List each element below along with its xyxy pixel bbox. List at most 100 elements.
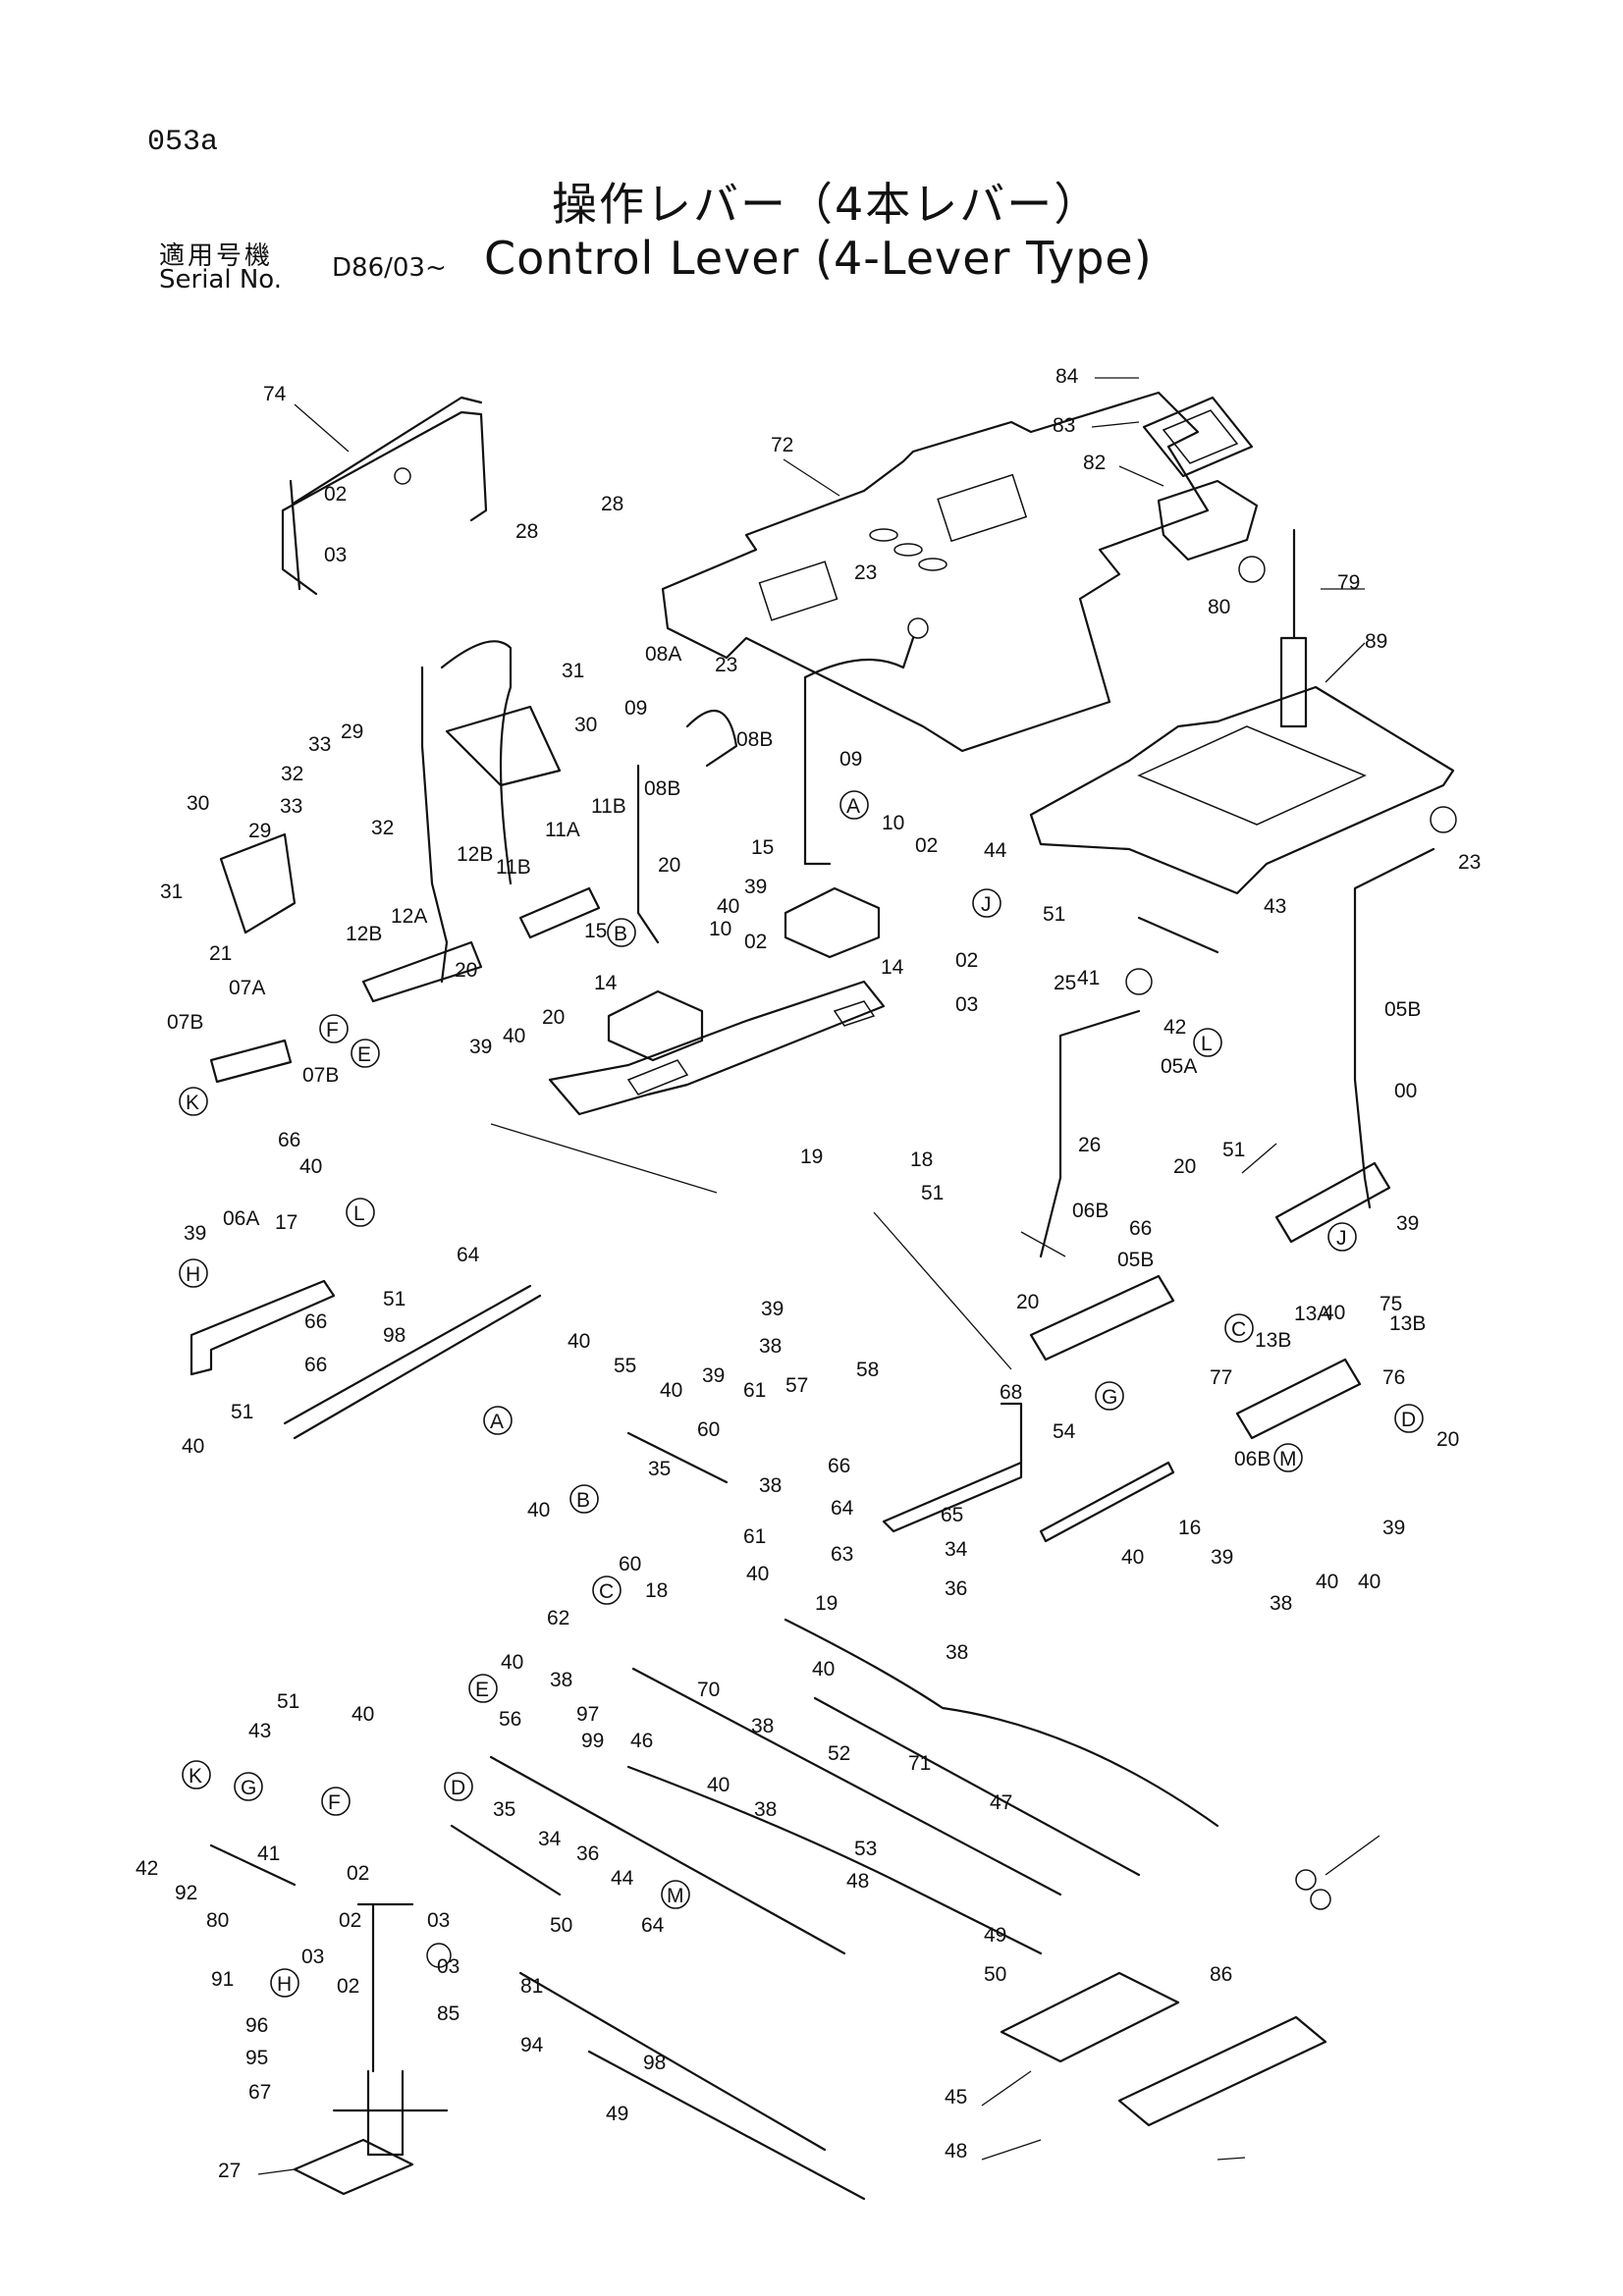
svg-text:L: L [353,1202,365,1225]
callout-label: 30 [187,792,209,815]
callout-label: 25 [1054,972,1076,994]
callout-label: 02 [915,834,938,857]
callout-label: 03 [955,993,978,1016]
callout-label: 51 [921,1182,944,1204]
callout-label: 02 [324,483,347,506]
svg-text:C: C [599,1580,614,1603]
callout-label: 51 [1222,1139,1245,1161]
ref-marker-K2: K [182,1760,211,1789]
callout-label: 39 [184,1222,206,1245]
callout-label: 74 [263,383,287,405]
callout-label: 46 [630,1730,653,1752]
callout-label: 13A [1294,1303,1330,1325]
callout-label: 47 [990,1791,1012,1814]
callout-label: 96 [245,2014,268,2037]
callout-label: 20 [1436,1428,1459,1451]
floor-slot-1 [869,528,898,542]
bracket-54 [189,1279,336,1376]
boot-14-left [607,989,704,1062]
callout-label: 64 [457,1244,480,1266]
callout-label: 51 [231,1401,253,1423]
fastener [1310,1889,1331,1910]
callout-label: 58 [856,1359,879,1381]
callout-label: 85 [437,2002,460,2025]
shaft-13A [1235,1358,1362,1440]
callout-label: 18 [910,1148,933,1171]
callout-label: 13B [1389,1312,1426,1335]
callout-label: 54 [1053,1420,1076,1443]
callout-label: 40 [299,1155,322,1178]
screw-41-upper [1137,916,1219,954]
svg-text:K: K [186,1092,199,1114]
svg-text:C: C [1231,1318,1246,1341]
callout-label: 12B [457,843,493,866]
callout-label: 72 [771,434,793,456]
callout-label: 61 [743,1379,766,1402]
callout-label: 38 [946,1641,968,1664]
callout-label: 33 [308,733,331,756]
page-code: 053a [147,126,219,159]
floor-mat-window [1137,725,1367,826]
boot-82 [1157,479,1259,561]
svg-text:D: D [1401,1409,1416,1431]
callout-label: 20 [658,854,680,877]
callout-label: 17 [275,1211,298,1234]
callout-label: 26 [1078,1134,1101,1156]
rod-46 [631,1667,1062,1896]
callout-label: 64 [641,1914,665,1937]
callout-label: 11B [496,856,531,879]
ref-marker-F2: F [321,1787,351,1816]
callout-label: 86 [1210,1963,1232,1986]
callout-label: 29 [248,820,271,842]
fastener [1238,556,1266,583]
callout-label: 51 [277,1690,299,1713]
callout-label: 50 [984,1963,1006,1986]
callout-label: 40 [1323,1302,1345,1324]
base-85 [293,2138,414,2196]
callout-label: 56 [499,1708,521,1731]
callout-label: 66 [1129,1217,1152,1240]
callout-label: 52 [828,1742,850,1765]
callout-label: 40 [568,1330,590,1353]
callout-label: 40 [501,1651,523,1674]
callout-label: 99 [581,1730,604,1752]
callout-label: 89 [1365,630,1387,653]
ref-marker-E2: E [468,1674,498,1703]
callout-label: 44 [611,1867,634,1890]
shaft-06B [1029,1274,1175,1362]
callout-label: 95 [245,2047,268,2069]
callout-label: 34 [945,1538,968,1561]
callout-label: 83 [1053,414,1075,437]
fastener [907,617,929,639]
title-english: Control Lever (4-Lever Type) [484,232,1153,285]
callout-label: 15 [584,920,607,942]
callout-label: 12A [391,905,427,928]
cable-81 [587,2050,866,2201]
callout-label: 64 [831,1497,854,1520]
callout-label: 49 [984,1924,1006,1947]
callout-label: 32 [281,763,303,785]
callout-label: 03 [324,544,347,566]
callout-label: 39 [744,876,767,898]
callout-label: 16 [1178,1517,1201,1539]
bracket-30-left [219,832,297,934]
callout-label: 42 [1163,1016,1186,1039]
callout-label: 98 [643,2052,666,2074]
callout-label: 34 [538,1828,562,1850]
callout-label: 44 [984,839,1007,862]
callout-label: 38 [754,1798,777,1821]
callout-label: 40 [707,1774,730,1796]
callout-labels: 74 02 03 28 28 72 84 83 82 80 79 89 23 2… [135,365,1481,2182]
floor-hole-2 [937,473,1028,543]
callout-label: 68 [1000,1381,1022,1404]
floor-hole-1 [758,561,839,621]
bracket-57 [882,1402,1023,1533]
floor-slot-2 [893,543,923,557]
callout-label: 20 [455,959,477,982]
shaft-11A [518,886,601,939]
callout-label: 06B [1072,1200,1109,1222]
callout-label: 66 [828,1455,850,1477]
svg-text:D: D [451,1777,465,1799]
ref-marker-A: A [839,790,869,820]
callout-label: 15 [751,836,774,859]
